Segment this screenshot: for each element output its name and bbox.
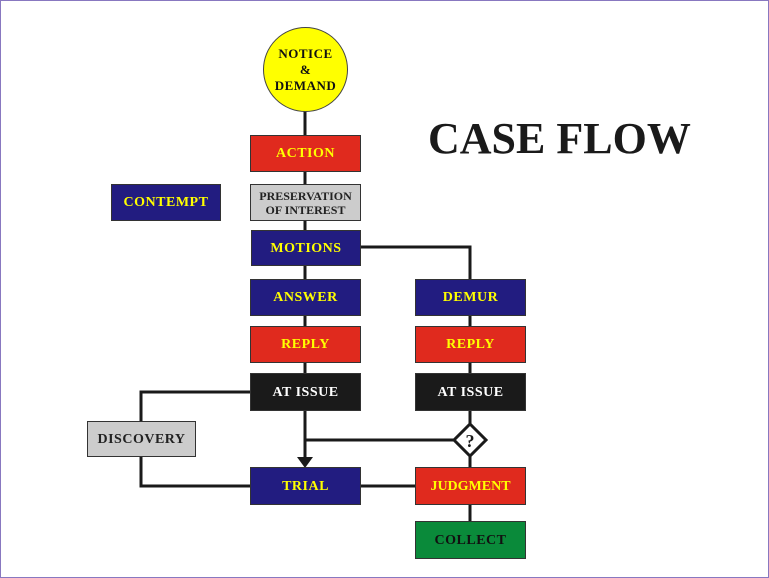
action-label: ACTION <box>275 146 335 161</box>
reply-left-label: REPLY <box>281 337 330 352</box>
node-at-issue-right: AT ISSUE <box>415 373 526 411</box>
preservation-line-2: OF INTEREST <box>265 202 346 217</box>
demur-label: DEMUR <box>442 290 499 305</box>
node-action: ACTION <box>250 135 361 172</box>
judgment-label: JUDGMENT <box>430 478 511 494</box>
motions-label: MOTIONS <box>270 240 342 256</box>
node-preservation-of-interest: PRESERVATION OF INTEREST <box>250 184 361 221</box>
answer-label: ANSWER <box>273 290 338 305</box>
node-at-issue-left: AT ISSUE <box>250 373 361 411</box>
connector-atissue-discovery <box>139 390 250 422</box>
connector-motions-demur <box>360 245 472 279</box>
node-reply-right: REPLY <box>415 326 526 363</box>
node-discovery: DISCOVERY <box>87 421 196 457</box>
discovery-label: DISCOVERY <box>97 431 186 447</box>
node-reply-left: REPLY <box>250 326 361 363</box>
node-answer: ANSWER <box>250 279 361 316</box>
node-judgment: JUDGMENT <box>415 467 526 505</box>
decision-label: ? <box>466 431 475 451</box>
arrowhead-into-trial <box>297 457 313 468</box>
contempt-label: CONTEMPT <box>123 195 209 210</box>
preservation-line-1: PRESERVATION <box>259 188 352 203</box>
notice-line-3: DEMAND <box>274 77 337 93</box>
page-title: CASE FLOW <box>428 114 691 163</box>
decision-diamond <box>451 421 489 459</box>
node-trial: TRIAL <box>250 467 361 505</box>
node-motions: MOTIONS <box>251 230 361 266</box>
notice-line-2: & <box>299 61 312 77</box>
trial-label: TRIAL <box>282 478 329 494</box>
at-issue-right-label: AT ISSUE <box>437 384 504 400</box>
node-contempt: CONTEMPT <box>111 184 221 221</box>
node-collect: COLLECT <box>415 521 526 559</box>
notice-line-1: NOTICE <box>278 45 333 61</box>
node-notice-demand: NOTICE & DEMAND <box>263 27 348 112</box>
node-demur: DEMUR <box>415 279 526 316</box>
at-issue-left-label: AT ISSUE <box>272 384 339 400</box>
connector-discovery-trial <box>139 456 250 488</box>
reply-right-label: REPLY <box>446 337 495 352</box>
collect-label: COLLECT <box>434 532 507 548</box>
